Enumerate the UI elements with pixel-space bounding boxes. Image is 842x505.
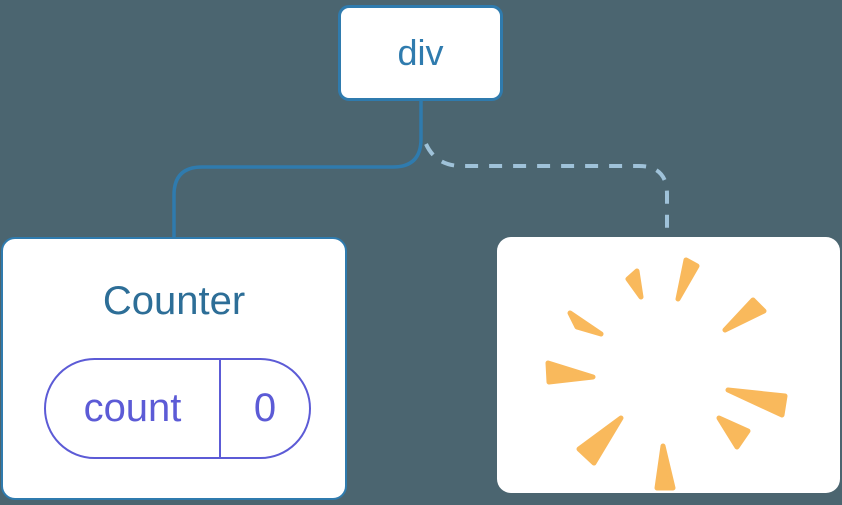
- state-pill: count 0: [44, 358, 311, 459]
- connector-solid-to-counter: [172, 98, 423, 240]
- state-key-label: count: [46, 360, 221, 457]
- tree-node-counter-card: Counter count 0: [1, 237, 347, 500]
- poof-rays: [545, 257, 788, 491]
- tree-node-removed-card: [497, 237, 840, 493]
- component-title: Counter: [102, 279, 246, 323]
- connector-dashed-to-removed: [424, 143, 669, 237]
- poof-icon: [545, 257, 788, 491]
- root-node-label: div: [397, 32, 444, 73]
- state-value: 0: [253, 386, 277, 430]
- tree-node-div: div: [338, 5, 503, 101]
